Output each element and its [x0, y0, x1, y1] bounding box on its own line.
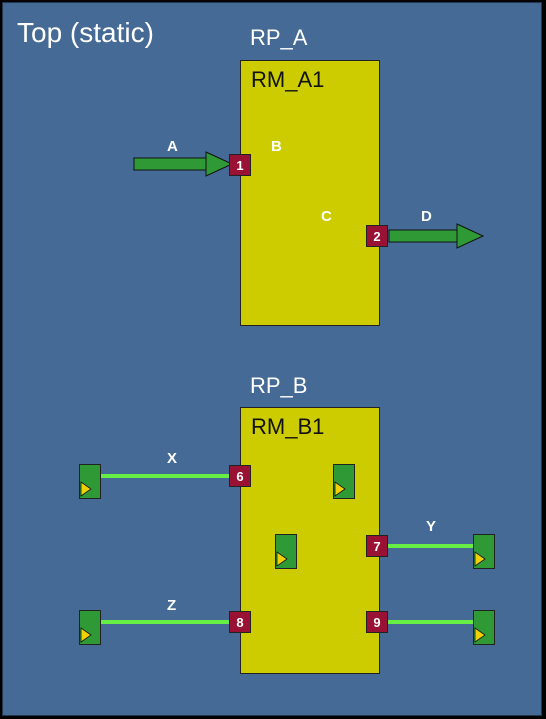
partition-pin-2: 2 [366, 225, 388, 247]
rp-a-label: RP_A [250, 25, 308, 50]
arrow-a [133, 151, 234, 177]
signal-label-a: A [167, 138, 178, 155]
partition-pin-9: 9 [366, 611, 388, 633]
diagram-title: Top (static) [17, 17, 154, 48]
rm-b1-module: RM_B1 [240, 407, 380, 674]
signal-label-d: D [421, 208, 432, 225]
clock-markers-layer [80, 481, 486, 643]
signal-label-b: B [271, 138, 282, 155]
partition-pin-8: 8 [229, 611, 251, 633]
rp-b-label: RP_B [250, 373, 308, 398]
rm-a1-module: RM_A1 [240, 60, 380, 326]
signal-label-c: C [321, 208, 332, 225]
rm-b1-label: RM_B1 [251, 414, 325, 439]
rm-a1-label: RM_A1 [251, 67, 325, 92]
arrow-d [388, 223, 485, 249]
partition-pin-1: 1 [229, 154, 251, 176]
signal-label-x: X [167, 450, 178, 467]
partition-pin-7: 7 [366, 535, 388, 557]
signal-label-z: Z [167, 597, 177, 614]
partition-pin-6: 6 [229, 465, 251, 487]
signal-label-y: Y [426, 518, 437, 535]
